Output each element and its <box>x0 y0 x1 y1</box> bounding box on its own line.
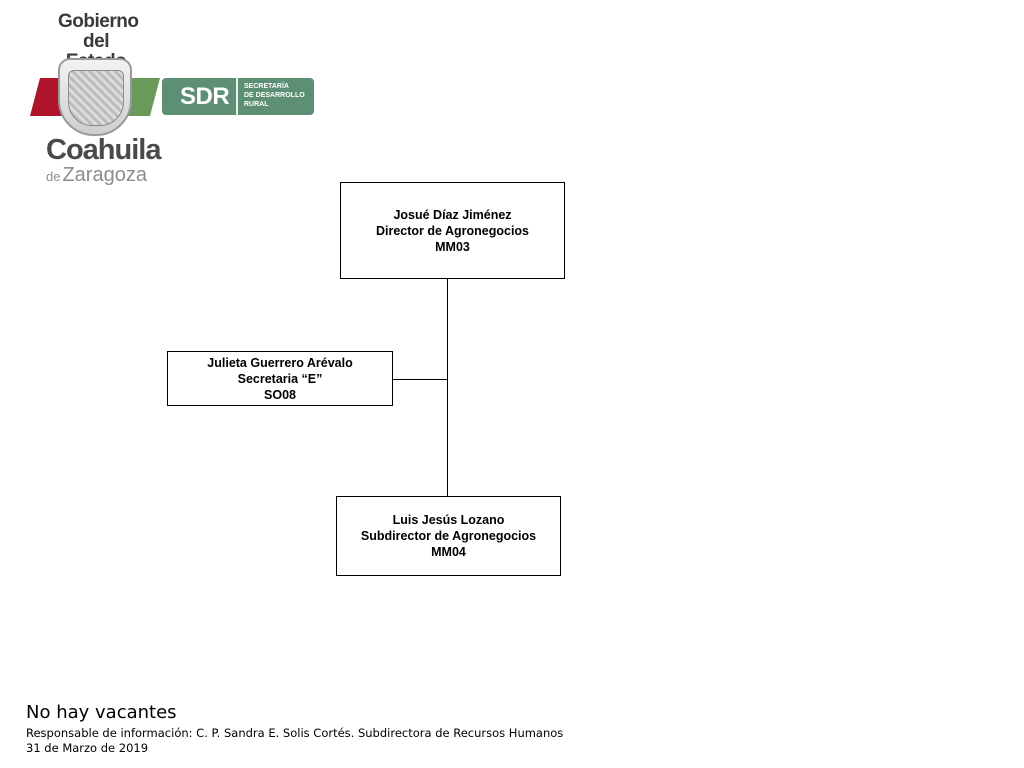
subdirector-code: MM04 <box>431 545 466 559</box>
logo-state-zaragoza: Zaragoza <box>62 164 147 186</box>
logo-state-de: de <box>46 169 61 184</box>
director-title: Director de Agronegocios <box>375 223 530 238</box>
sdr-subtitle: SECRETARÍA DE DESARROLLO RURAL <box>244 82 314 109</box>
responsible-note: Responsable de información: C. P. Sandra… <box>26 726 564 740</box>
logo-state-name: Coahuila <box>46 134 161 166</box>
government-logo: Gobierno del Estado SDR SECRETARÍA DE DE… <box>30 8 320 186</box>
logo-gobierno-text: Gobierno <box>58 11 139 32</box>
org-node-secretary: Julieta Guerrero Arévalo Secretaria “E” … <box>167 351 393 406</box>
vacancies-note: No hay vacantes <box>26 702 177 723</box>
org-node-subdirector: Luis Jesús Lozano Subdirector de Agroneg… <box>336 496 561 576</box>
sdr-label: SDR <box>180 83 230 110</box>
secretary-name: Julieta Guerrero Arévalo <box>207 355 353 370</box>
secretary-code: SO08 <box>264 387 296 402</box>
connector-vertical <box>447 278 448 497</box>
director-code: MM03 <box>435 239 470 254</box>
sdr-sub-line: SECRETARÍA <box>244 83 289 90</box>
director-name: Josué Díaz Jiménez <box>393 207 512 222</box>
secretary-title: Secretaria “E” <box>237 371 323 386</box>
sdr-sub-line: DE DESARROLLO <box>244 92 305 99</box>
org-node-director: Josué Díaz Jiménez Director de Agronegoc… <box>340 182 565 279</box>
sdr-divider <box>236 78 238 115</box>
coat-of-arms-icon <box>58 58 132 136</box>
subdirector-title: Subdirector de Agronegocios <box>360 529 537 543</box>
date-note: 31 de Marzo de 2019 <box>26 741 149 755</box>
subdirector-name: Luis Jesús Lozano <box>392 513 505 527</box>
sdr-badge: SDR SECRETARÍA DE DESARROLLO RURAL <box>162 78 314 115</box>
sdr-sub-line: RURAL <box>244 101 269 108</box>
connector-secretary <box>392 379 448 380</box>
